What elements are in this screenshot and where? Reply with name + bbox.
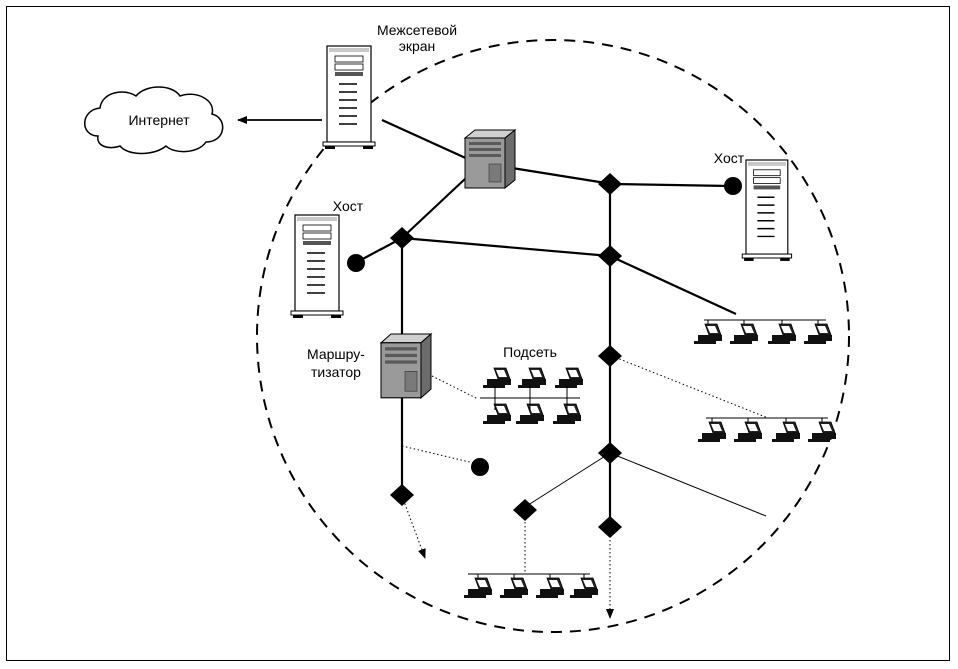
subnet-label: Подсеть xyxy=(503,344,557,360)
firewall-label-line1: Межсетевой xyxy=(377,22,457,38)
core-server-icon xyxy=(464,129,516,189)
router-label-line1: Маршру- xyxy=(307,346,365,362)
subnet-workstation-group xyxy=(480,367,584,425)
workstation-group-bottom xyxy=(463,573,599,599)
workstation-group-right-upper xyxy=(693,319,833,345)
secondary-links xyxy=(401,355,769,619)
host-left-server-icon xyxy=(290,214,344,319)
host-left-label: Хост xyxy=(333,198,364,214)
network-links xyxy=(356,118,737,526)
host-right-server-icon xyxy=(741,159,793,262)
workstation-group-right-lower xyxy=(697,417,837,443)
diamond-node-icons xyxy=(390,173,622,538)
router-icon xyxy=(380,333,432,399)
endpoint-circle-icons xyxy=(347,177,742,476)
firewall-server-icon xyxy=(322,45,376,150)
router-label-line2: тизатор xyxy=(311,364,361,380)
internal-network-boundary xyxy=(256,39,850,633)
host-right-label: Хост xyxy=(714,150,745,166)
firewall-label-line2: экран xyxy=(399,38,436,54)
internet-cloud-icon xyxy=(84,86,224,155)
internet-label: Интернет xyxy=(128,112,190,128)
